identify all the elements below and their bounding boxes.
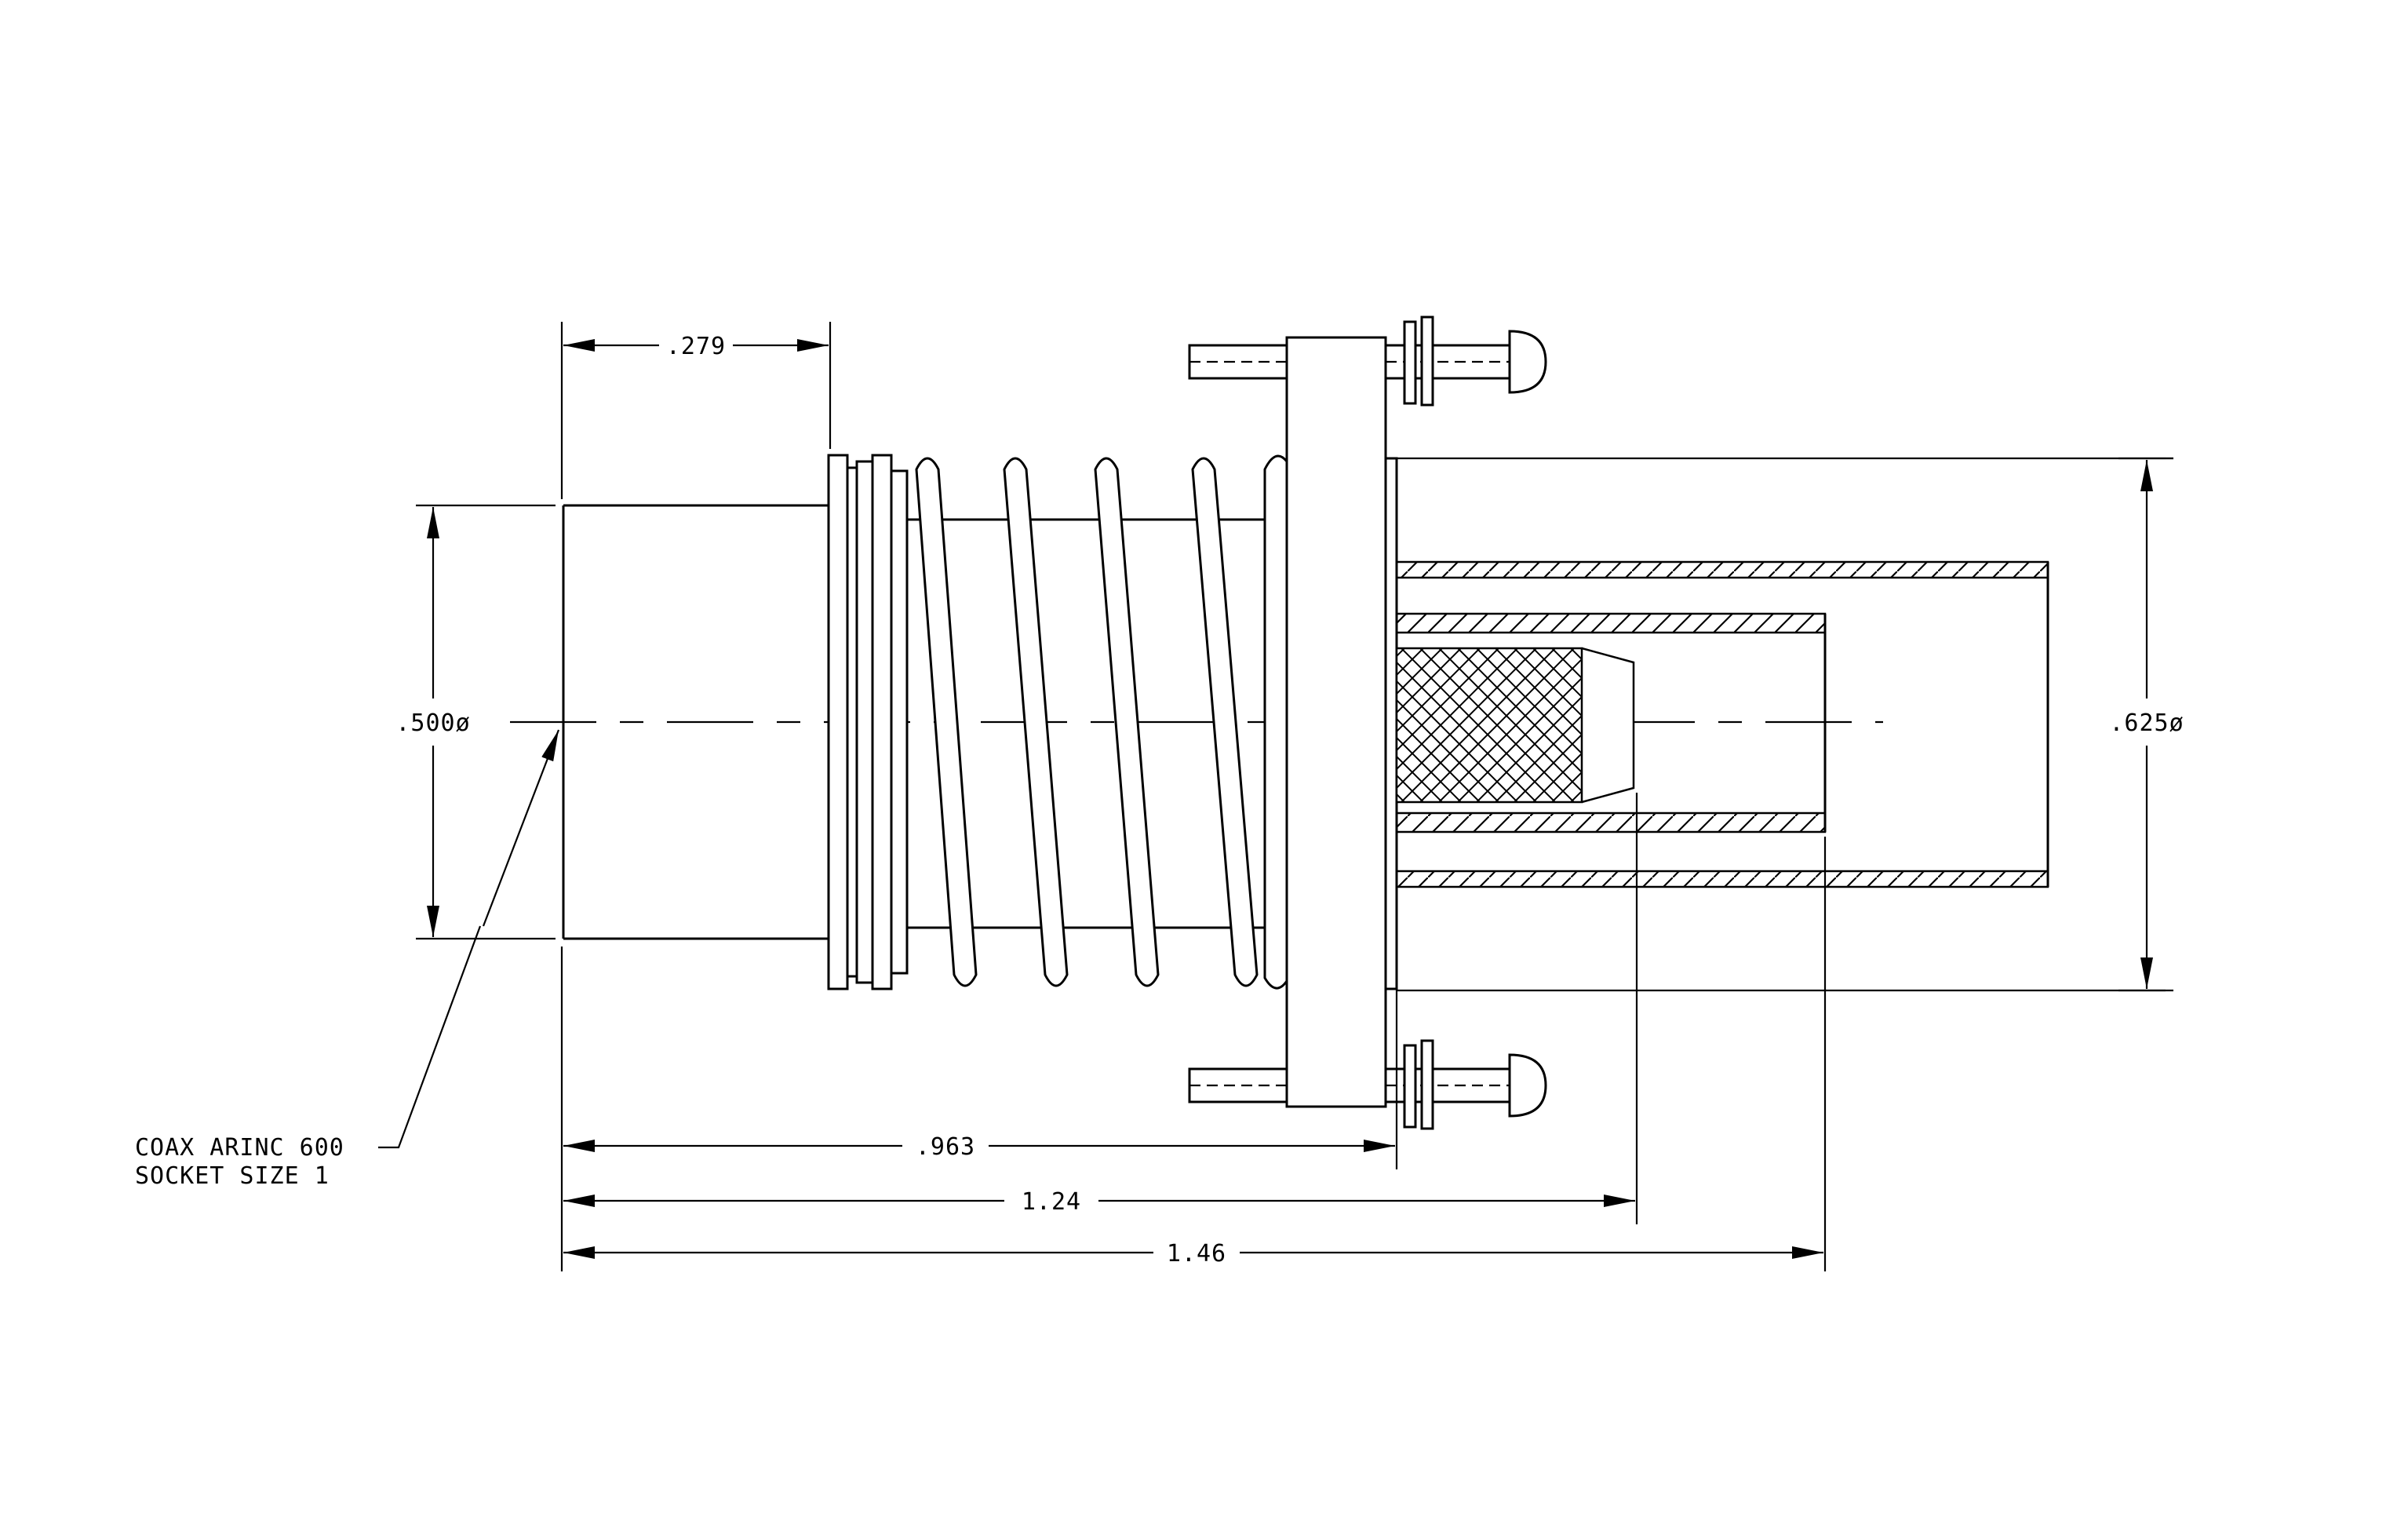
dim-124: 1.24 xyxy=(563,1188,1635,1216)
rear-envelope xyxy=(1397,457,2166,992)
mounting-screw-bottom xyxy=(1188,1039,1547,1130)
dim-279: .279 xyxy=(563,333,829,360)
flange-shoulder xyxy=(1384,457,1398,990)
dim-279-label: .279 xyxy=(666,333,726,360)
spring-coil xyxy=(1263,454,1288,990)
mounting-screw-top xyxy=(1188,316,1547,407)
callout-text: COAX ARINC 600 SOCKET SIZE 1 xyxy=(135,1134,344,1190)
extension-lines xyxy=(416,322,2173,1271)
dim-963-label: .963 xyxy=(916,1133,975,1161)
callout-leader xyxy=(378,729,560,1149)
dim-146-label: 1.46 xyxy=(1167,1240,1226,1268)
callout-line-1: COAX ARINC 600 xyxy=(135,1134,344,1162)
front-body xyxy=(562,504,829,940)
dim-124-label: 1.24 xyxy=(1022,1188,1081,1216)
dim-963: .963 xyxy=(563,1133,1395,1161)
spring-coil xyxy=(915,457,978,987)
retention-clip xyxy=(827,454,909,990)
dim-146: 1.46 xyxy=(563,1240,1823,1268)
spring-coil xyxy=(1003,457,1069,987)
dim-625-label: .625ø xyxy=(2109,709,2184,737)
insulator xyxy=(1395,647,1635,804)
dim-500: .500ø xyxy=(395,507,470,937)
spring-coil xyxy=(1191,457,1259,987)
dim-625: .625ø xyxy=(2109,460,2184,989)
callout-line-2: SOCKET SIZE 1 xyxy=(135,1162,330,1190)
spring-coil xyxy=(1094,457,1160,987)
inner-sleeve xyxy=(1395,612,1827,833)
spring xyxy=(915,454,1288,990)
mounting-flange xyxy=(1285,336,1387,1108)
dim-500-label: .500ø xyxy=(395,709,470,737)
outer-ferrule xyxy=(1395,560,2049,888)
